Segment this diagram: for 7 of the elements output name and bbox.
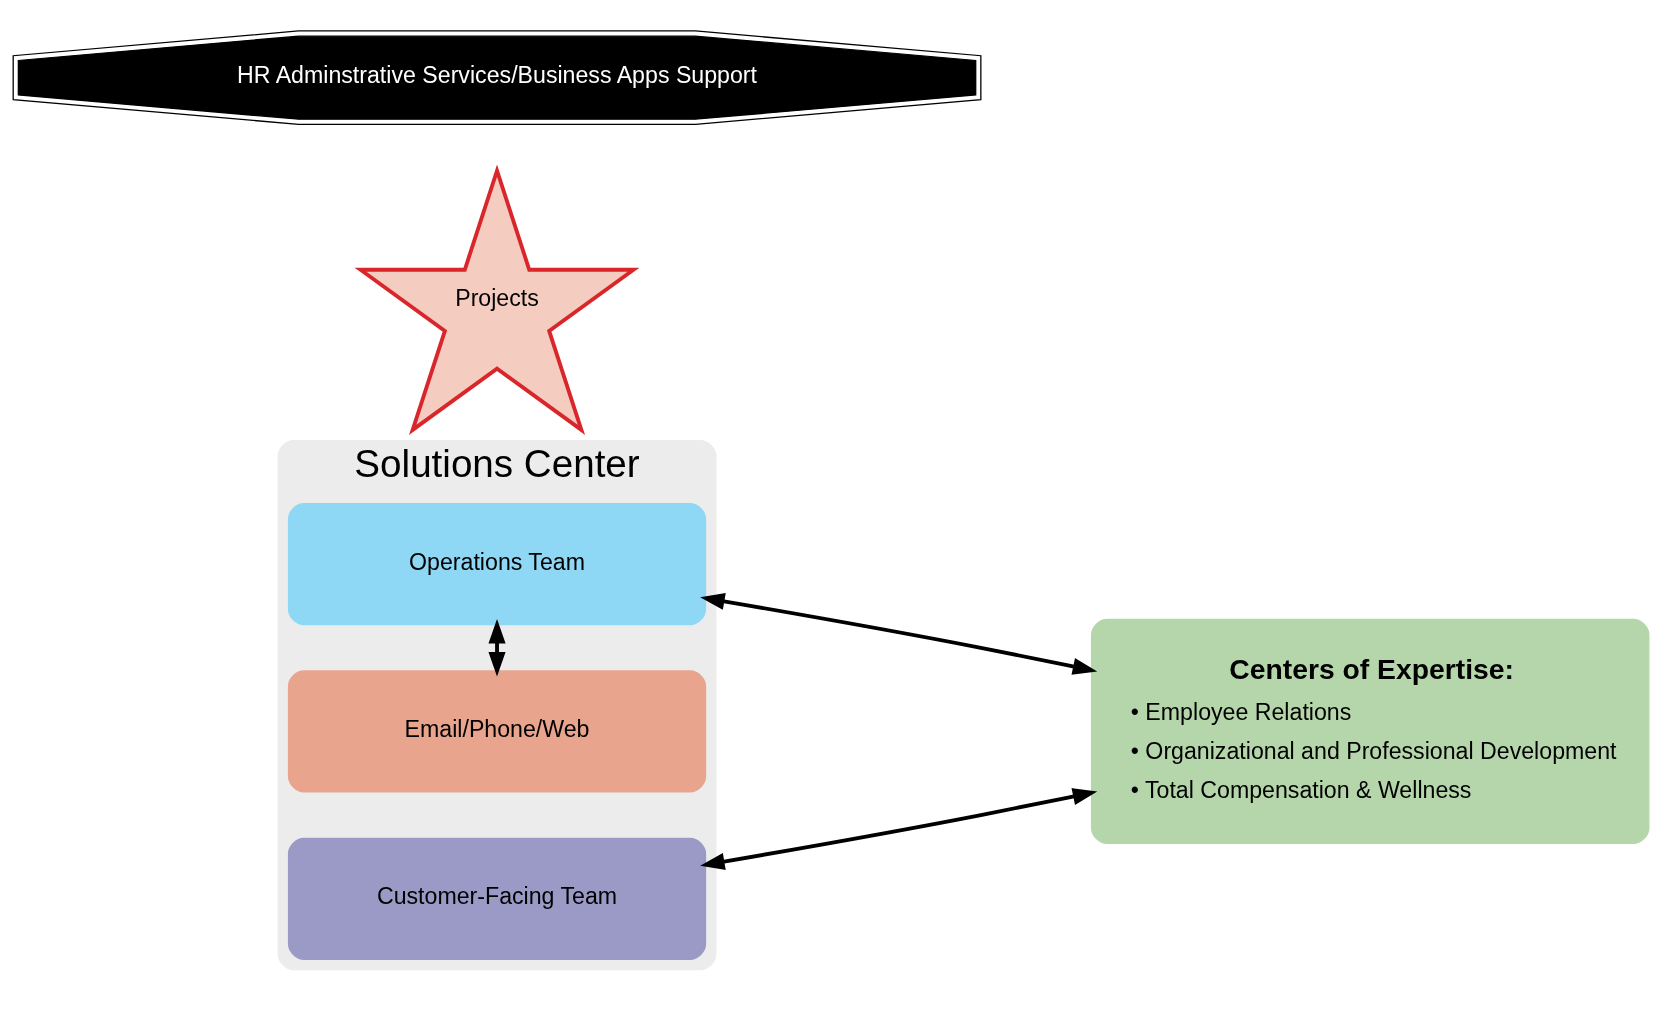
arrow (700, 788, 1098, 870)
node-box: Centers of Expertise: • Employee Relations • Organizational and Professional Development • Total Compensation & Wellness (1090, 618, 1650, 845)
arrow (700, 592, 1098, 675)
node-box: Email/Phone/Web (287, 670, 707, 793)
node-box: Operations Team (287, 503, 707, 626)
node-box: Customer-Facing Team (287, 837, 707, 960)
arrow (488, 619, 506, 677)
